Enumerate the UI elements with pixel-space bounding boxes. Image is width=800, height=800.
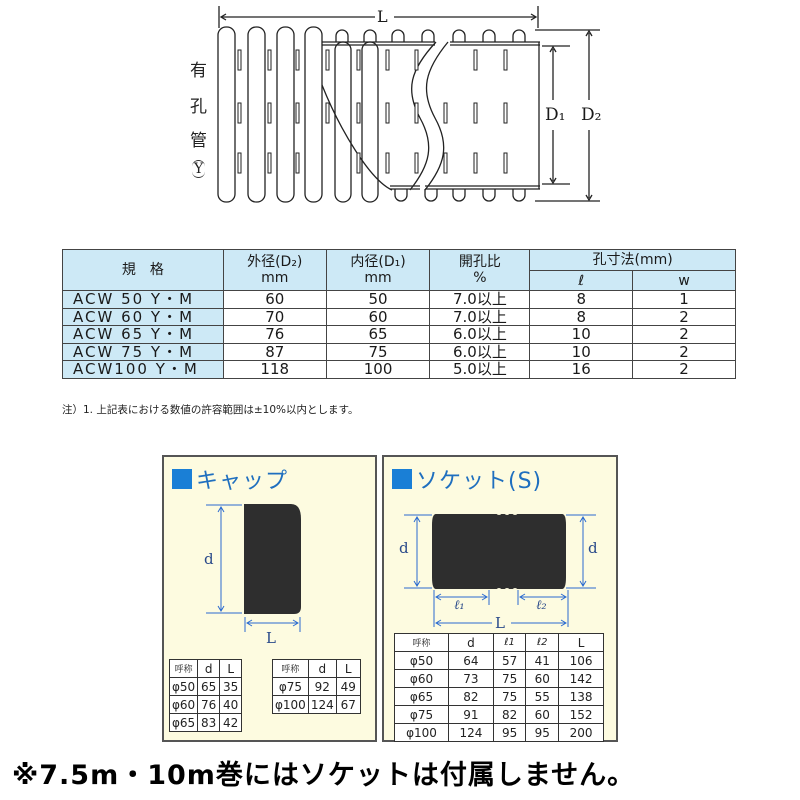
socket-l2-label: ℓ₂: [536, 598, 547, 613]
socket-d-left-label: d: [399, 539, 409, 557]
tolerance-note: 注）1. 上記表における数値の許容範囲は±10%以内とします。: [62, 404, 359, 416]
square-bullet-icon: [172, 469, 192, 489]
table-row: ACW100 Y・M 118 100 5.0以上 16 2: [62, 360, 736, 379]
table-row: ACW 60 Y・M 70 60 7.0以上 8 2: [62, 307, 736, 326]
cap-L-label: L: [266, 629, 276, 647]
side-label-char: Y: [192, 160, 206, 178]
pipe-drawing: [217, 6, 600, 203]
socket-l1-label: ℓ₁: [454, 598, 465, 613]
cap-drawing: [206, 504, 301, 632]
header-open-ratio: 開孔比%: [429, 249, 531, 291]
socket-title: ソケット(S): [392, 463, 542, 495]
header-hole-w: w: [632, 270, 736, 291]
square-bullet-icon: [392, 469, 412, 489]
side-label-char: 管: [190, 131, 207, 151]
socket-not-included-notice: ※7.5m・10m巻にはソケットは付属しません。: [12, 760, 636, 791]
header-outer-diameter: 外径(D₂)mm: [222, 249, 327, 291]
cap-d-label: d: [204, 550, 214, 568]
table-row: ACW 65 Y・M 76 65 6.0以上 10 2: [62, 325, 736, 344]
inner-diameter-label: D₁: [545, 105, 566, 125]
length-dimension-label: L: [377, 7, 388, 26]
spec-table: 規 格 外径(D₂)mm 内径(D₁)mm 開孔比% 孔寸法(mm) ℓ w A…: [62, 249, 736, 379]
socket-drawing: [404, 509, 596, 627]
outer-diameter-label: D₂: [581, 105, 602, 125]
socket-panel: ソケット(S) d d ℓ₁ ℓ₂ L: [382, 455, 618, 742]
header-hole-size: 孔寸法(mm): [529, 249, 736, 271]
side-label-char: 孔: [190, 97, 207, 117]
socket-d-right-label: d: [588, 539, 598, 557]
side-label-char: 有: [190, 61, 207, 81]
table-row: ACW 50 Y・M 60 50 7.0以上 8 1: [62, 290, 736, 309]
header-inner-diameter: 内径(D₁)mm: [325, 249, 431, 291]
cap-title: キャップ: [172, 463, 288, 495]
socket-L-label: L: [495, 614, 505, 632]
header-model: 規 格: [62, 249, 224, 291]
table-row: ACW 75 Y・M 87 75 6.0以上 10 2: [62, 342, 736, 361]
header-hole-l: ℓ: [529, 270, 634, 291]
